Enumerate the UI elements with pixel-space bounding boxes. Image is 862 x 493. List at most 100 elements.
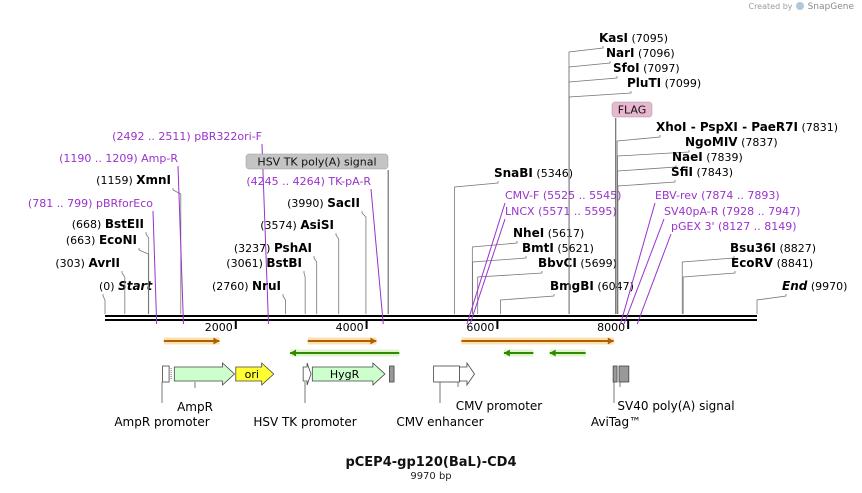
enzyme-leader-line — [681, 256, 735, 314]
primer-pbr322ori-f[interactable]: (2492 .. 2511) pBR322ori-F — [112, 130, 269, 325]
credit-brand: SnapGene — [807, 2, 854, 12]
enzyme-site-end[interactable]: End (9970) — [756, 279, 847, 314]
feature-tag-label: FLAG — [618, 104, 647, 117]
feature-ori[interactable]: ori — [235, 362, 275, 386]
enzyme-label: End (9970) — [782, 279, 847, 293]
feature-hsv-tk-poly-a-tail[interactable] — [389, 365, 395, 383]
enzyme-site-snabi[interactable]: SnaBI (5346) — [454, 166, 573, 314]
primer-cmv-f[interactable]: CMV-F (5525 .. 5545) — [466, 189, 621, 325]
enzyme-site-sacii[interactable]: (3990) SacII — [287, 196, 367, 314]
primer-label: (4245 .. 4264) TK-pA-R — [246, 175, 371, 188]
primer-leader-line — [636, 233, 672, 325]
orf-arrow[interactable] — [461, 337, 614, 345]
primer-leader-line — [623, 218, 665, 325]
enzyme-site-pluti[interactable]: PluTI (7099) — [568, 76, 701, 314]
enzyme-site-pshai[interactable]: (3237) PshAI — [234, 241, 318, 314]
enzyme-label: PluTI (7099) — [627, 76, 701, 90]
plasmid-name: pCEP4-gp120(BaL)-CD4 — [345, 455, 517, 470]
feature-ampr-promoter[interactable]: AmpR promoter — [114, 365, 210, 429]
orf-arrow[interactable] — [549, 349, 586, 357]
primer-label: CMV-F (5525 .. 5545) — [505, 189, 621, 202]
enzyme-label: (2760) NruI — [212, 279, 281, 293]
map-title-block: pCEP4-gp120(BaL)-CD4 9970 bp — [0, 455, 862, 482]
orf-arrow[interactable] — [307, 337, 377, 345]
enzyme-label: (663) EcoNI — [66, 233, 137, 247]
enzyme-label: (3990) SacII — [287, 196, 360, 210]
primer-leader-line — [261, 143, 269, 325]
enzyme-label: SfoI (7097) — [613, 61, 680, 75]
orf-arrow[interactable] — [163, 337, 220, 345]
enzyme-site-ecorv[interactable]: EcoRV (8841) — [682, 256, 813, 314]
feature-hsv-tk-promoter[interactable]: HSV TK promoter — [253, 362, 357, 429]
enzyme-leader-line — [102, 294, 106, 314]
primer-pbrforeco[interactable]: (781 .. 799) pBRforEco — [28, 197, 158, 325]
enzyme-leader-line — [145, 232, 150, 314]
enzyme-leader-line — [361, 211, 367, 314]
feature-tag-hsv-tk-poly-a-signal[interactable]: HSV TK poly(A) signal — [245, 153, 389, 314]
enzyme-site-sfoi[interactable]: SfoI (7097) — [568, 61, 680, 314]
enzyme-site-ngomiv[interactable]: NgoMIV (7837) — [617, 135, 778, 314]
orf-arrow[interactable] — [290, 349, 400, 357]
enzyme-label: (668) BstEII — [72, 217, 144, 231]
primer-leader-line — [152, 210, 158, 325]
enzyme-site-bmgbi[interactable]: BmgBI (6047) — [500, 279, 634, 314]
enzyme-site-bmti[interactable]: BmtI (5621) — [472, 241, 594, 314]
enzyme-leader-line — [682, 271, 736, 314]
primer-label: EBV-rev (7874 .. 7893) — [655, 189, 780, 202]
feature-tag-flag[interactable]: FLAG — [611, 101, 653, 314]
enzyme-site-sfii[interactable]: SfiI (7843) — [617, 165, 733, 314]
primer-leader-line — [177, 165, 184, 325]
primer-leader-line — [620, 202, 656, 325]
primer-label: LNCX (5571 .. 5595) — [505, 205, 617, 218]
enzyme-site-avrii[interactable]: (303) AvrII — [55, 256, 126, 314]
enzyme-leader-line — [568, 91, 632, 314]
enzyme-site-naei[interactable]: NaeI (7839) — [617, 150, 743, 314]
enzyme-label: (0) Start — [99, 279, 153, 293]
enzyme-label: (3061) BstBI — [226, 256, 302, 270]
feature-sv40-poly-a-signal[interactable]: SV40 poly(A) signal — [617, 365, 735, 413]
ruler-tick-label: 6000 — [466, 321, 494, 334]
enzyme-label: XhoI - PspXI - PaeR7I (7831) — [656, 120, 838, 134]
enzyme-site-bsteii[interactable]: (668) BstEII — [72, 217, 150, 314]
enzyme-site-asisi[interactable]: (3574) AsiSI — [260, 218, 340, 314]
enzyme-leader-line — [335, 233, 340, 314]
orf-arrow[interactable] — [503, 349, 534, 357]
primer-sv40pa-r[interactable]: SV40pA-R (7928 .. 7947) — [623, 205, 800, 325]
enzyme-leader-line — [472, 256, 527, 314]
enzyme-leader-line — [568, 61, 611, 314]
feature-avitag[interactable]: AviTag™ — [591, 365, 641, 429]
enzyme-site-start[interactable]: (0) Start — [99, 279, 153, 314]
enzyme-leader-line — [454, 181, 499, 314]
enzyme-site-nrui[interactable]: (2760) NruI — [212, 279, 286, 314]
enzyme-label: BbvCI (5699) — [538, 256, 617, 270]
enzyme-label: (1159) XmnI — [96, 173, 171, 187]
enzyme-site-bstbi[interactable]: (3061) BstBI — [226, 256, 306, 314]
enzyme-site-kasi[interactable]: KasI (7095) — [568, 31, 668, 314]
enzyme-label: Bsu36I (8827) — [730, 241, 816, 255]
enzyme-site-xhoi[interactable]: XhoI - PspXI - PaeR7I (7831) — [616, 120, 838, 314]
enzyme-site-bbvci[interactable]: BbvCI (5699) — [477, 256, 617, 314]
feature-tag-label: HSV TK poly(A) signal — [257, 156, 376, 169]
primer-tk-pa-r[interactable]: (4245 .. 4264) TK-pA-R — [246, 175, 384, 325]
feature-label: AmpR — [177, 400, 213, 414]
feature-ampr[interactable]: AmpR — [173, 362, 236, 414]
feature-cmv-enhancer[interactable]: CMV enhancer — [396, 365, 484, 429]
snapgene-credit: Created by SnapGene — [748, 2, 854, 12]
plasmid-size: 9970 bp — [410, 471, 452, 482]
primer-lncx[interactable]: LNCX (5571 .. 5595) — [469, 205, 617, 325]
primer-amp-r[interactable]: (1190 .. 1209) Amp-R — [59, 152, 184, 325]
enzyme-site-bsu36i[interactable]: Bsu36I (8827) — [681, 241, 816, 314]
enzyme-site-econi[interactable]: (663) EcoNI — [66, 233, 149, 314]
enzyme-leader-line — [282, 294, 286, 314]
enzyme-site-nhei[interactable]: NheI (5617) — [471, 226, 584, 314]
primer-label: SV40pA-R (7928 .. 7947) — [664, 205, 800, 218]
enzyme-label: BmtI (5621) — [522, 241, 594, 255]
ruler-tick-label: 4000 — [336, 321, 364, 334]
feature-label: CMV promoter — [456, 399, 543, 413]
feature-cmv-promoter[interactable]: CMV promoter — [456, 361, 543, 413]
primer-ebv-rev[interactable]: EBV-rev (7874 .. 7893) — [620, 189, 780, 325]
primer-pgex-3[interactable]: pGEX 3' (8127 .. 8149) — [636, 220, 797, 325]
enzyme-label: (3237) PshAI — [234, 241, 312, 255]
primer-leader-line — [469, 218, 506, 325]
feature-hygr[interactable]: HygR — [311, 362, 386, 386]
